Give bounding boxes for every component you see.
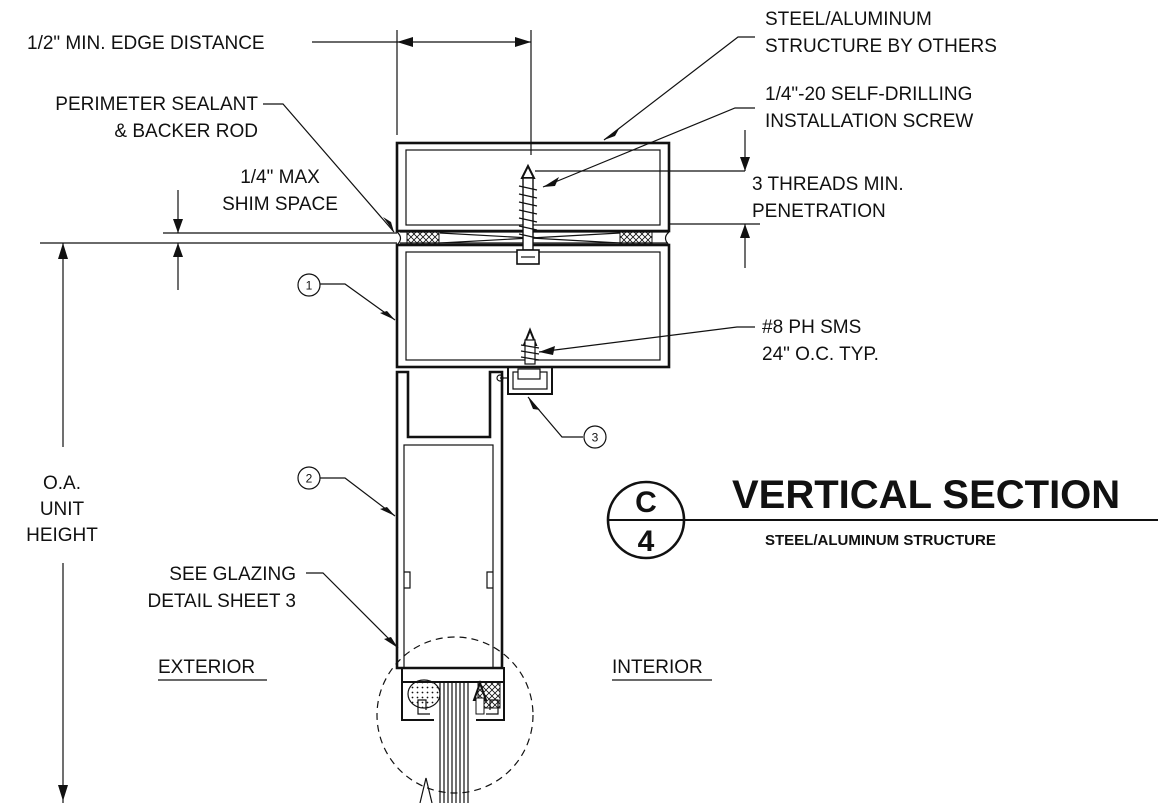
screw-label-2: INSTALLATION SCREW (765, 111, 973, 132)
exterior-label: EXTERIOR (158, 657, 255, 678)
section-subtitle: STEEL/ALUMINUM STRUCTURE (765, 532, 996, 549)
glazing-detail (376, 636, 534, 803)
section-tag-number: 4 (638, 525, 655, 558)
screw-label-1: 1/4"-20 SELF-DRILLING (765, 84, 972, 105)
edge-distance-label: 1/2" MIN. EDGE DISTANCE (27, 33, 265, 54)
sms-label-1: #8 PH SMS (762, 317, 861, 338)
sms-label-2: 24" O.C. TYP. (762, 344, 879, 365)
glazing-label-2: DETAIL SHEET 3 (147, 591, 296, 612)
callout-3: 3 (583, 425, 607, 449)
height-label-1: O.A. (43, 473, 81, 494)
height-dimension (58, 243, 68, 803)
sill-frame (395, 370, 504, 670)
edge-distance-dimension (312, 30, 532, 155)
sms-screw (520, 327, 540, 365)
shim-label-2: SHIM SPACE (222, 194, 338, 215)
sealant-label-1: PERIMETER SEALANT (55, 94, 258, 115)
sealant-label-2: & BACKER ROD (114, 121, 258, 142)
callout-1: 1 (297, 273, 321, 297)
callout-3-label: 3 (592, 431, 599, 445)
glazing-label-1: SEE GLAZING (169, 564, 296, 585)
section-tag-letter: C (635, 486, 657, 519)
structure-label-1: STEEL/ALUMINUM (765, 9, 932, 30)
interior-label: INTERIOR (612, 657, 703, 678)
callout-2-label: 2 (306, 472, 313, 486)
shim-dimension (173, 190, 183, 290)
height-label-3: HEIGHT (26, 525, 98, 546)
threads-label-2: PENETRATION (752, 201, 886, 222)
glass-lites (439, 682, 469, 803)
height-label-2: UNIT (40, 499, 85, 520)
clip-angle (496, 366, 553, 395)
installation-screw (516, 163, 540, 265)
shim-label-1: 1/4" MAX (240, 167, 320, 188)
structure-label-2: STRUCTURE BY OTHERS (765, 36, 997, 57)
threads-dimension (535, 130, 760, 268)
leaders (263, 36, 755, 649)
shim-space (40, 231, 668, 244)
threads-label-1: 3 THREADS MIN. (752, 174, 904, 195)
callout-2: 2 (297, 466, 321, 490)
callout-1-label: 1 (306, 279, 313, 293)
section-title: VERTICAL SECTION (732, 473, 1120, 517)
section-tag: C 4 (606, 480, 1158, 560)
